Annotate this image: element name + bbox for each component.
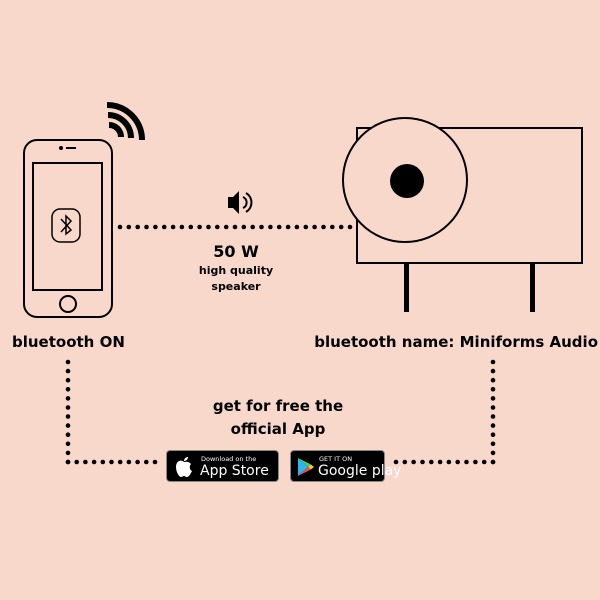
connector-dot [197,224,202,230]
connector-dot [152,459,158,465]
connector-dot [490,396,496,401]
app-store-big-text: App Store [200,463,269,479]
connector-dot [464,459,469,465]
app-store-button[interactable]: Download on the App Store [166,450,279,482]
connector-dot [65,405,71,410]
power-label: 50 W [213,242,259,261]
google-play-button[interactable]: GET IT ON Google play [290,450,401,482]
connector-dot [330,224,335,230]
connector-dot [285,224,291,230]
connector-dot [490,387,496,392]
phone-illustration [23,139,113,318]
connector-dot [153,224,158,230]
google-play-small-text: GET IT ON [319,455,353,463]
connector-dot [437,459,443,465]
connector-dot [65,459,71,465]
connector-dot [321,224,326,230]
connector-dot [473,459,478,465]
bluetooth-icon [51,208,81,243]
connector-dot [232,224,238,230]
connector-dot [65,396,71,401]
connector-dot [268,224,273,230]
connector-dot [206,224,211,230]
connector-dot [490,368,496,374]
connector-dot [74,459,79,465]
connector-dot [144,224,149,230]
connector-dot [65,387,71,392]
connector-dot [65,377,71,383]
connector-dot [65,450,71,456]
connector-dot [109,459,114,465]
apple-logo-icon [176,457,192,477]
google-play-big-text: Google play [318,463,402,479]
speaker-quality-line1: high quality [198,264,274,277]
connector-dot [490,450,496,456]
connector-dot [135,459,140,465]
connector-dot [402,459,408,465]
connector-dot [65,368,71,374]
connector-dot [420,459,425,465]
connector-dot [65,441,71,447]
connector-dot [490,359,496,365]
connector-dot [161,224,167,230]
connector-dot [170,224,176,230]
connector-dot [65,359,71,365]
connector-dot [241,224,247,230]
app-heading-line1: get for free the [212,397,344,415]
connector-dot [490,441,496,447]
connector-dot [223,224,229,230]
connector-dot [490,377,496,383]
connector-dot [259,224,264,230]
connector-dot [276,224,282,230]
connector-dot [179,224,185,230]
connector-dot [126,224,132,230]
phone-label: bluetooth ON [12,333,125,351]
speaker-bluetooth-name: bluetooth name: Miniforms Audio [314,333,598,351]
connector-dot [83,459,88,465]
connector-dot [144,459,149,465]
connector-dot [126,459,132,465]
connector-dot [215,224,220,230]
connector-dot [294,224,300,230]
connector-dot [455,459,461,465]
wifi-signal-icon [106,102,145,141]
connector-dot [91,459,97,465]
connector-dot [65,423,71,428]
connector-dot [117,224,123,230]
app-heading-line2: official App [230,420,326,438]
speaker-quality-line2: speaker [211,280,261,293]
connector-dot [312,224,317,230]
connector-dot [303,224,309,230]
connector-dot [490,423,496,428]
connector-dot [65,432,71,438]
connector-dot [393,459,399,465]
connector-dot [490,405,496,410]
connector-dot [490,459,496,465]
google-play-logo-icon [298,458,314,476]
connector-dot [446,459,452,465]
speaker-illustration [342,117,583,312]
connector-dot [490,414,496,419]
connector-dot [429,459,434,465]
connector-dot [411,459,416,465]
speaker-volume-icon [228,191,253,214]
connector-dot [347,224,353,230]
connector-dot [481,459,487,465]
connector-dot [100,459,106,465]
connector-dot [135,224,140,230]
home-button-icon [59,295,77,313]
connector-dot [117,459,123,465]
dotted-connectors [65,224,496,465]
app-store-small-text: Download on the [201,455,257,463]
connector-dot [65,414,71,419]
connector-dot [338,224,344,230]
connector-dot [188,224,194,230]
connector-dot [250,224,255,230]
connector-dot [490,432,496,438]
